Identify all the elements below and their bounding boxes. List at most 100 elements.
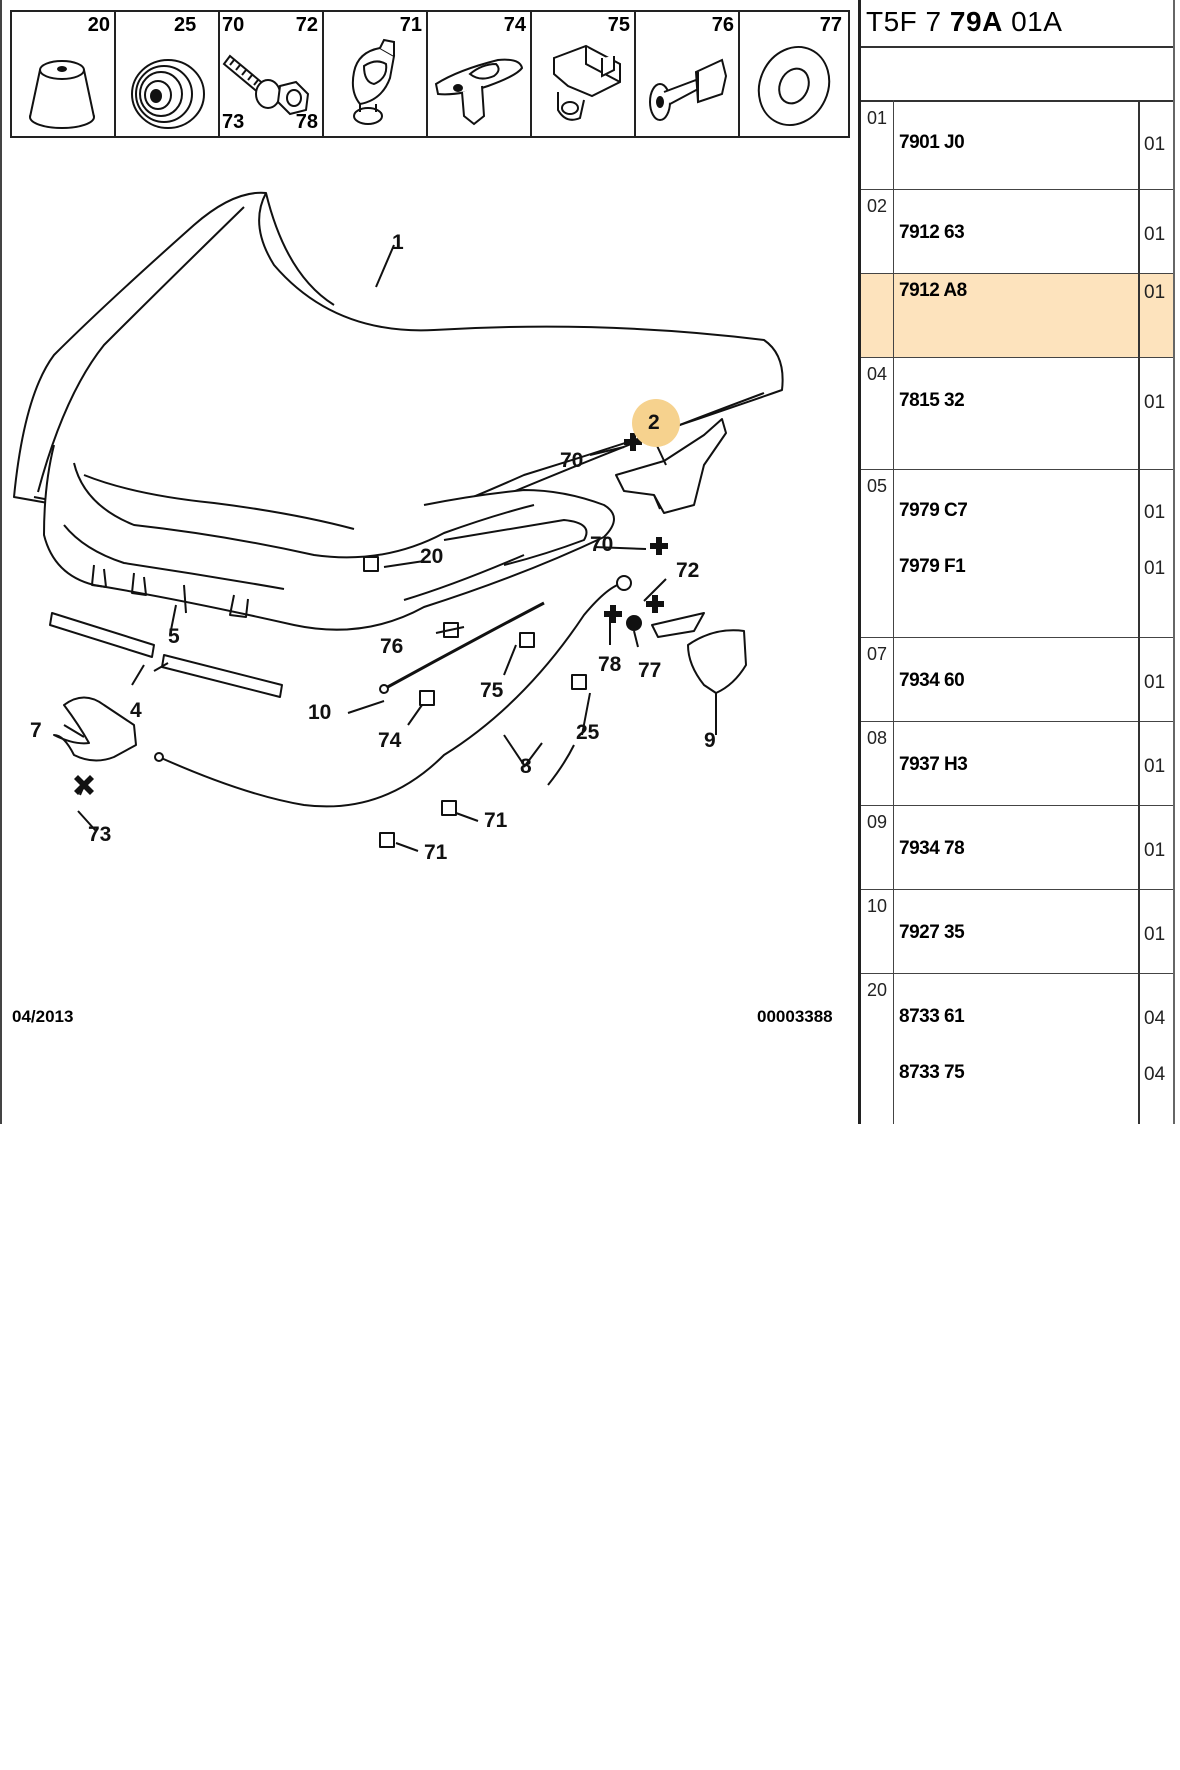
callout: 72 (676, 559, 699, 582)
bonnet-exploded-diagram: 1 2 70 70 20 72 5 4 76 75 78 77 10 74 25… (13, 191, 784, 864)
bolt-symbol (624, 433, 642, 451)
callout: 71 (424, 841, 448, 864)
ref-prefix: T5F 7 (866, 6, 942, 37)
thumb-76[interactable]: 76 (636, 12, 740, 136)
quantity: 01 (1144, 924, 1166, 945)
quantity: 01 (1144, 134, 1166, 155)
thumb-77[interactable]: 77 (740, 12, 848, 136)
callout: 10 (308, 701, 331, 724)
ref-group: 79A (949, 6, 1003, 37)
parts-sheet: 20 25 70 72 73 78 (0, 0, 1175, 1124)
parts-row[interactable]: 01 7901 J0 01 (861, 102, 1173, 190)
prop-rod (383, 601, 545, 691)
right-border (1173, 0, 1175, 1124)
release-cable (158, 582, 625, 808)
callout: 77 (638, 659, 661, 682)
callout: 20 (420, 545, 443, 568)
lock-bracket (687, 629, 747, 694)
row-ref: 08 (867, 728, 888, 748)
bonnet-lock (53, 696, 137, 762)
part-number[interactable]: 8733 61 (899, 1006, 965, 1027)
document-number: 00003388 (757, 1007, 833, 1026)
quantity: 01 (1144, 502, 1166, 523)
part-number[interactable]: 8733 75 (899, 1062, 965, 1083)
part-number[interactable]: 7937 H3 (899, 754, 968, 775)
cross-symbol (74, 775, 94, 795)
revision-date: 04/2013 (12, 1007, 74, 1026)
part-number[interactable]: 7912 63 (899, 222, 965, 243)
bolt-symbol (650, 537, 668, 555)
thumb-label: 77 (819, 14, 842, 36)
part-number[interactable]: 7979 F1 (899, 556, 966, 577)
row-ref: 07 (867, 644, 888, 664)
thumb-71[interactable]: 71 (324, 12, 428, 136)
column-divider (1138, 100, 1140, 1124)
thumb-label: 72 (295, 14, 318, 36)
quantity: 01 (1144, 282, 1166, 303)
thumb-label: 74 (503, 14, 526, 36)
callout: 5 (168, 625, 180, 648)
quantity: 01 (1144, 224, 1166, 245)
divider (858, 0, 861, 1124)
thumb-25[interactable]: 25 (116, 12, 220, 136)
callout: 75 (480, 679, 504, 702)
thumb-20[interactable]: 20 (12, 12, 116, 136)
callout: 25 (576, 721, 600, 744)
thumb-label: 71 (399, 14, 422, 36)
parts-row[interactable]: 09 7934 78 01 (861, 806, 1173, 890)
cable-clip-icon (351, 38, 396, 125)
thumb-70-72-73-78[interactable]: 70 72 73 78 (220, 12, 324, 136)
part-number[interactable]: 7901 J0 (899, 132, 965, 153)
quantity: 01 (1144, 672, 1166, 693)
bolt-symbol (604, 605, 622, 623)
washer-icon (757, 46, 831, 126)
quantity: 01 (1144, 756, 1166, 777)
thumb-label: 20 (87, 14, 110, 36)
row-ref: 10 (867, 896, 888, 916)
callout: 70 (560, 449, 583, 472)
highlight-marker (632, 399, 680, 447)
seal-strip (49, 612, 155, 658)
callout: 2 (648, 411, 660, 434)
callout: 74 (378, 729, 402, 752)
callout: 73 (88, 823, 111, 846)
parts-row[interactable]: 08 7937 H3 01 (861, 722, 1173, 806)
callout: 8 (520, 755, 532, 778)
bolt-symbol (646, 595, 664, 613)
rod-holder-icon (553, 44, 621, 121)
parts-row[interactable]: 04 7815 32 01 (861, 358, 1173, 470)
grommet-icon (131, 59, 205, 129)
thumb-label: 73 (222, 111, 245, 133)
parts-row[interactable]: 02 7912 63 01 (861, 190, 1173, 274)
seal-strip (161, 654, 283, 698)
thumb-75[interactable]: 75 (532, 12, 636, 136)
row-ref: 20 (867, 980, 888, 1000)
parts-row[interactable]: 20 8733 61 04 8733 75 04 (861, 974, 1173, 1124)
callout: 9 (704, 729, 716, 752)
thumb-label: 78 (295, 111, 318, 133)
thumb-74[interactable]: 74 (428, 12, 532, 136)
callout: 7 (30, 719, 42, 742)
bonnet-hinge (615, 418, 727, 514)
row-ref: 05 (867, 476, 888, 496)
quantity: 04 (1144, 1064, 1166, 1085)
row-ref: 04 (867, 364, 888, 384)
part-number[interactable]: 7912 A8 (899, 280, 967, 301)
parts-row[interactable]: 05 7979 C7 01 7979 F1 01 (861, 470, 1173, 638)
part-number[interactable]: 7934 60 (899, 670, 965, 691)
parts-row[interactable]: 07 7934 60 01 (861, 638, 1173, 722)
row-ref: 09 (867, 812, 888, 832)
callout: 78 (598, 653, 622, 676)
bolt-nut-icon (222, 54, 310, 116)
parts-row-highlighted[interactable]: 7912 A8 01 (861, 274, 1173, 358)
part-number[interactable]: 7815 32 (899, 390, 965, 411)
thumb-label: 75 (607, 14, 630, 36)
part-number[interactable]: 7927 35 (899, 922, 965, 943)
callout: 76 (380, 635, 403, 658)
part-number[interactable]: 7934 78 (899, 838, 965, 859)
parts-row[interactable]: 10 7927 35 01 (861, 890, 1173, 974)
row-ref: 02 (867, 196, 888, 216)
part-number[interactable]: 7979 C7 (899, 500, 968, 521)
quantity: 01 (1144, 392, 1166, 413)
push-rivet-icon (649, 58, 728, 121)
